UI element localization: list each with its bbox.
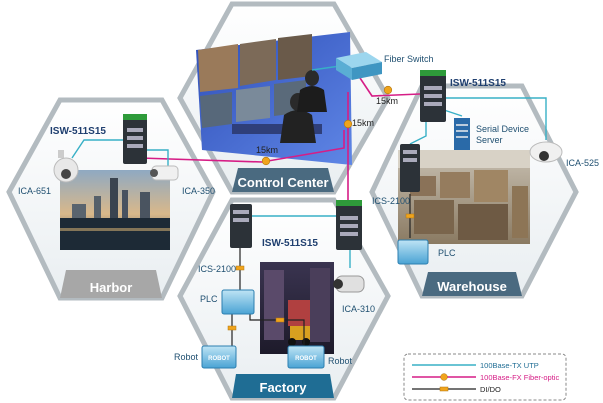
- dido-badges: [227, 213, 415, 331]
- isw-switch-warehouse-icon: [420, 70, 446, 122]
- distance-label-1: 15km: [376, 96, 398, 106]
- ics-2100-warehouse-icon: [400, 144, 420, 192]
- label-serial-server-line1: Serial Device: [476, 124, 529, 134]
- utp-line-harbor-ica651: [71, 139, 128, 159]
- fiber-line-switch-warehouse: [359, 77, 421, 97]
- ics-2100-factory-icon: [230, 204, 252, 248]
- fiber-switch-icon: [336, 52, 382, 80]
- legend-fiber-badge: [440, 373, 448, 381]
- zone-label-control-center: Control Center: [238, 175, 329, 190]
- label-robot-box-1: ROBOT: [208, 356, 230, 362]
- zone-label-warehouse: Warehouse: [437, 279, 507, 294]
- ica-350-camera-icon: [150, 165, 179, 181]
- label-robot-left: Robot: [174, 352, 199, 362]
- ica-310-camera-icon: [333, 275, 365, 293]
- factory-label-band: [232, 374, 334, 398]
- plc-warehouse-icon: [397, 239, 429, 265]
- label-serial-server-line2: Server: [476, 135, 503, 145]
- legend-dido-badge: [439, 386, 449, 392]
- utp-line-harbor-ica350: [140, 149, 169, 170]
- isw-switch-factory-icon: [336, 200, 362, 250]
- utp-line-warehouse-ica525: [446, 97, 547, 140]
- label-plc-factory: PLC: [200, 294, 218, 304]
- label-plc-warehouse: PLC: [438, 248, 456, 258]
- label-ica-525: ICA-525: [566, 158, 599, 168]
- label-ica-651: ICA-651: [18, 186, 51, 196]
- distance-label-3: 15km: [256, 145, 278, 155]
- label-ics-2100-warehouse: ICS-2100: [372, 196, 410, 206]
- legend-utp-label: 100Base-TX UTP: [480, 361, 539, 370]
- label-robot-right: Robot: [328, 356, 353, 366]
- harbor-city-image: [60, 170, 170, 250]
- label-isw-warehouse: ISW-511S15: [450, 78, 506, 89]
- isw-switch-harbor-icon: [123, 114, 147, 164]
- label-ics-2100-factory: ICS-2100: [198, 264, 236, 274]
- legend-dido-label: DI/DO: [480, 385, 501, 394]
- zone-label-harbor: Harbor: [90, 280, 133, 295]
- distance-label-2: 15km: [352, 118, 374, 128]
- robot-left-icon: [201, 345, 237, 369]
- label-ica-310: ICA-310: [342, 304, 375, 314]
- harbor-label-band: [60, 270, 162, 298]
- fiber-badges: [261, 85, 393, 166]
- label-ica-350: ICA-350: [182, 186, 215, 196]
- label-isw-harbor: ISW-511S15: [50, 126, 106, 137]
- ica-651-camera-icon: [53, 150, 79, 183]
- legend: 100Base-TX UTP 100Base-FX Fiber-optic DI…: [403, 353, 567, 401]
- control-center-label-band: [232, 168, 334, 192]
- serial-device-server-icon: [454, 118, 470, 150]
- fiber-line-control-harbor: [139, 130, 345, 163]
- zone-label-factory: Factory: [260, 380, 308, 395]
- legend-fiber-label: 100Base-FX Fiber-optic: [480, 373, 559, 382]
- control-room-image: [196, 32, 352, 165]
- label-isw-factory: ISW-511S15: [262, 238, 318, 249]
- label-fiber-switch: Fiber Switch: [384, 54, 434, 64]
- utp-line-control-switch: [311, 65, 341, 71]
- warehouse-label-band: [422, 272, 522, 296]
- plc-factory-icon: [221, 289, 255, 315]
- factory-warehouse-image: [260, 262, 334, 354]
- utp-line-warehouse-serial: [443, 109, 463, 117]
- label-robot-box-2: ROBOT: [295, 356, 317, 362]
- robot-right-icon: [287, 345, 325, 369]
- ica-525-camera-icon: [529, 141, 563, 163]
